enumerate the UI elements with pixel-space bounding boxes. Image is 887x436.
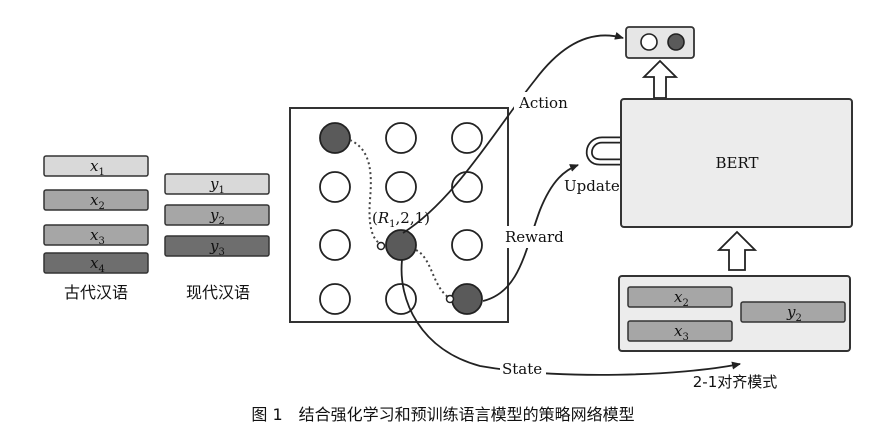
reward-label: Reward — [505, 228, 564, 246]
alignment-box: x2 x3 y2 — [618, 275, 851, 352]
bert-to-output-arrow — [641, 59, 679, 99]
modern-sentence: y1 y2 y3 现代汉语 — [164, 173, 270, 302]
dotted-path-1 — [349, 139, 382, 245]
align-x2-bar — [627, 286, 733, 308]
grid-node-r1c3 — [451, 122, 483, 154]
alignment-to-bert-arrow — [716, 230, 758, 271]
align-token-x3: x3 — [674, 322, 689, 343]
token-y2: y2 — [209, 206, 225, 227]
align-x3-bar — [627, 320, 733, 342]
update-label: Update — [564, 177, 620, 195]
grid-node-r2c2 — [385, 171, 417, 203]
token-y2-bar — [164, 204, 270, 226]
ancient-sentence: x1 x2 x3 x4 古代汉语 — [43, 155, 149, 302]
grid-node-r2c3 — [451, 171, 483, 203]
reward-arrow — [482, 164, 579, 302]
dotted-path-1-end — [376, 241, 386, 251]
token-x3-bar — [43, 224, 149, 246]
state-arrow-label: State — [502, 360, 542, 378]
grid-node-r1c1 — [319, 122, 351, 154]
token-y3: y3 — [209, 237, 225, 258]
grid-node-r4c3 — [451, 283, 483, 315]
align-token-x2: x2 — [674, 288, 689, 309]
bert-box — [620, 98, 853, 228]
modern-label: 现代汉语 — [186, 283, 250, 302]
ancient-label: 古代汉语 — [64, 283, 128, 302]
grid-node-r4c1 — [319, 283, 351, 315]
token-y1: y1 — [209, 175, 225, 196]
token-x2-bar — [43, 189, 149, 211]
token-x4-bar — [43, 252, 149, 274]
state-grid: (R1,2,1) — [289, 107, 509, 323]
grid-node-r3c3 — [451, 229, 483, 261]
align-token-y2: y2 — [786, 303, 802, 324]
bert-label: BERT — [715, 154, 758, 172]
state-label: (R1,2,1) — [372, 209, 430, 230]
state-arrow — [400, 259, 741, 376]
token-x1: x1 — [90, 157, 105, 178]
token-x3: x3 — [90, 226, 105, 247]
grid-node-r4c2 — [385, 283, 417, 315]
dotted-path-2-end — [445, 294, 455, 304]
grid-node-r2c1 — [319, 171, 351, 203]
grid-node-r3c1 — [319, 229, 351, 261]
action-label: Action — [518, 94, 568, 112]
output-light-off — [640, 33, 658, 51]
token-x2: x2 — [90, 191, 105, 212]
action-arrow — [402, 31, 624, 234]
align-y2-bar — [740, 301, 846, 323]
token-y1-bar — [164, 173, 270, 195]
token-x1-bar — [43, 155, 149, 177]
figure-caption: 图 1 结合强化学习和预训练语言模型的策略网络模型 — [251, 405, 634, 424]
output-indicator — [625, 26, 695, 59]
output-light-on — [667, 33, 685, 51]
token-x4: x4 — [90, 254, 105, 275]
alignment-label: 2-1对齐模式 — [693, 373, 778, 391]
token-y3-bar — [164, 235, 270, 257]
grid-node-r1c2 — [385, 122, 417, 154]
grid-node-r3c2 — [385, 229, 417, 261]
